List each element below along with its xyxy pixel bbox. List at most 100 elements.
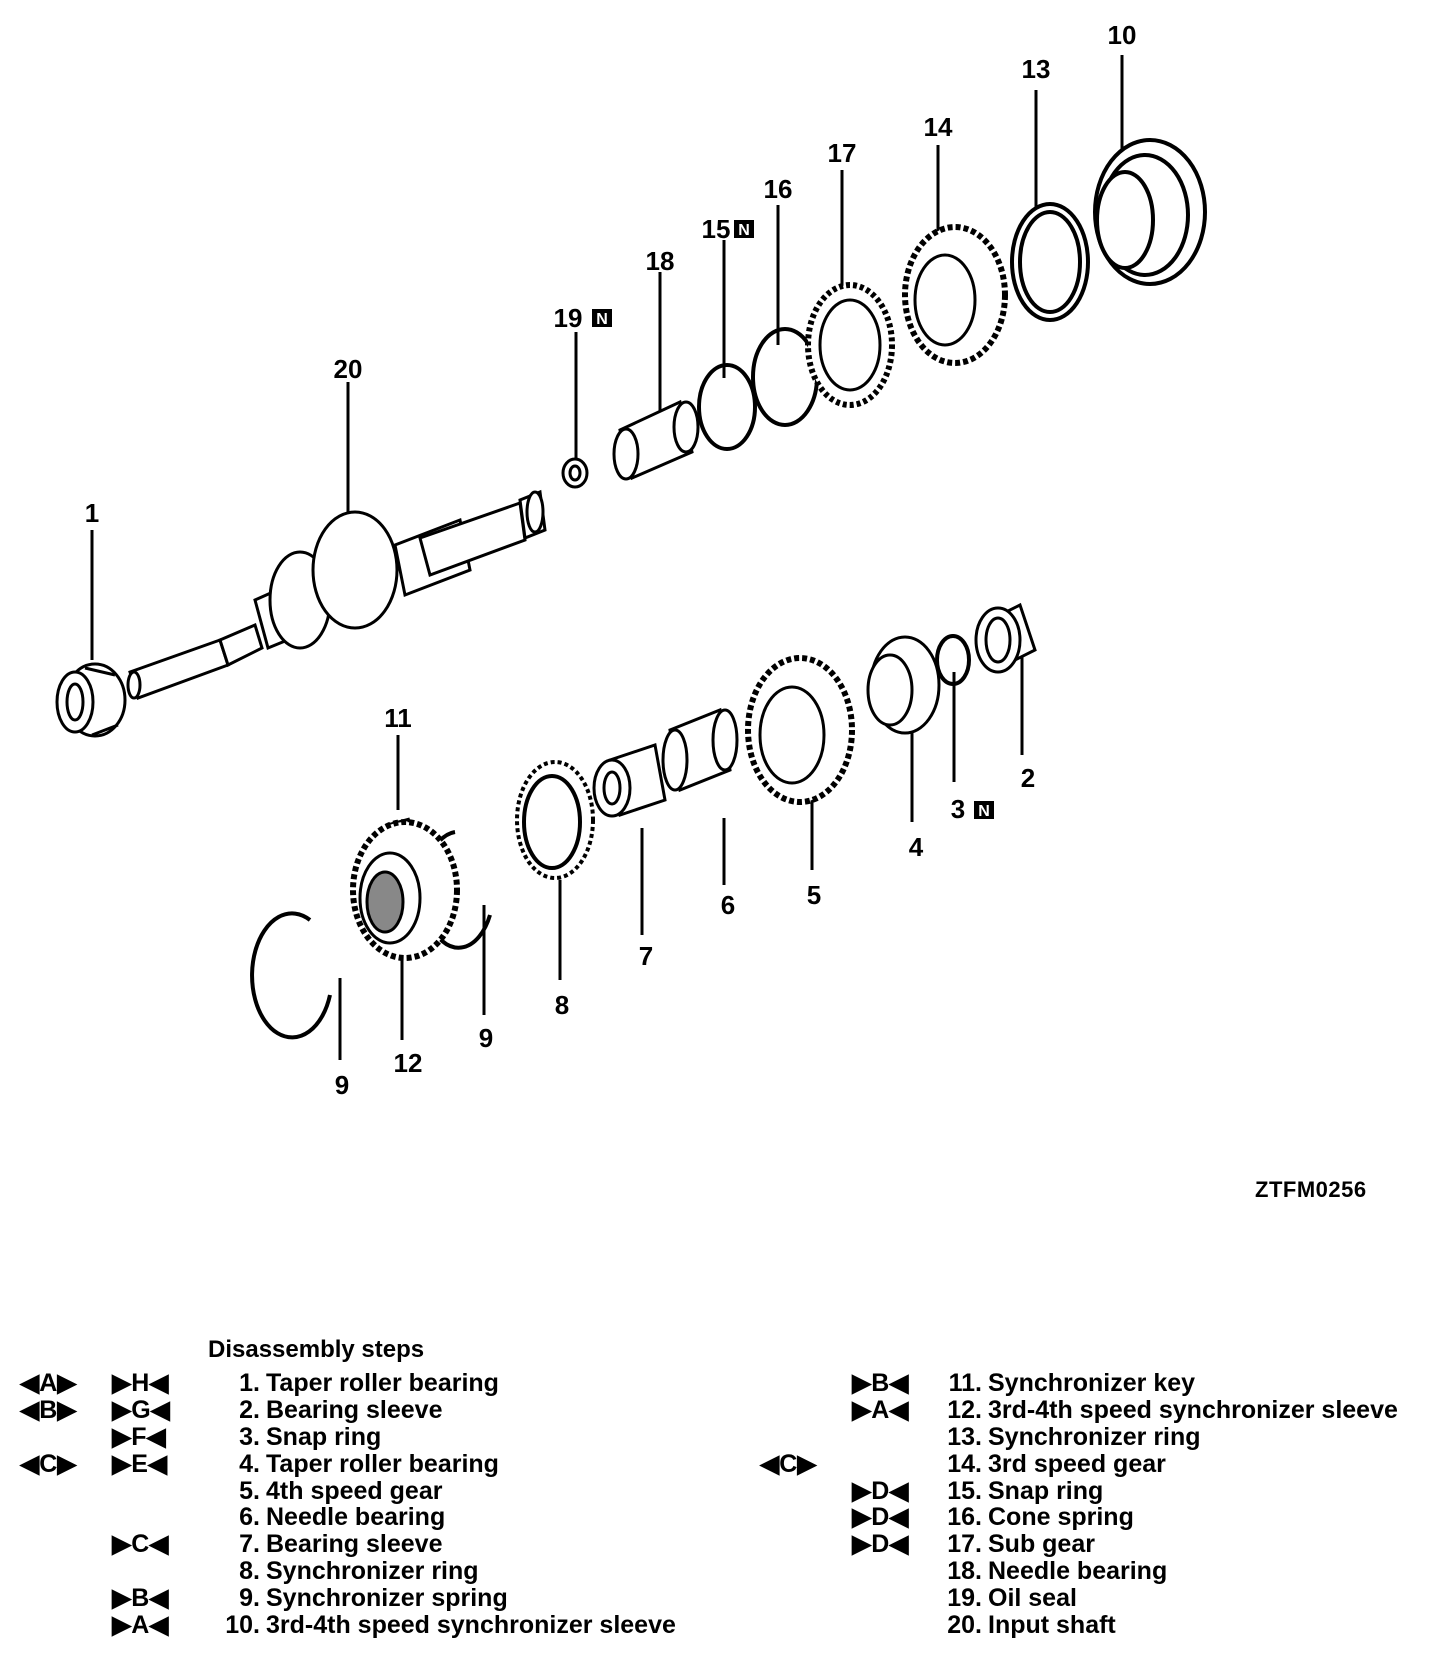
input-shaft-20 <box>126 489 547 700</box>
step-row: ▶B◀ 9.Synchronizer spring <box>20 1585 720 1612</box>
callout-11: 11 <box>384 703 412 733</box>
oil-seal-19 <box>561 457 589 489</box>
step-number: 1. <box>239 1369 260 1397</box>
reassembly-mark-left: ◀C▶ <box>20 1449 77 1478</box>
step-row: ◀B▶ ▶G◀ 2.Bearing sleeve <box>20 1395 720 1424</box>
step-row: 6.Needle bearing <box>20 1504 720 1531</box>
step-row: 18.Needle bearing <box>760 1558 1430 1585</box>
n-badge-19: N <box>592 309 612 328</box>
synchronizer-sleeve-12 <box>350 819 460 961</box>
svg-text:N: N <box>596 311 608 328</box>
step-row: ▶D◀17.Sub gear <box>760 1531 1430 1558</box>
callout-2: 2 <box>1021 763 1035 793</box>
step-label: Sub gear <box>988 1530 1095 1559</box>
synchronizer-ring-8 <box>515 760 595 880</box>
svg-text:N: N <box>738 222 750 239</box>
taper-roller-bearing-4 <box>866 635 941 735</box>
step-label: Needle bearing <box>988 1557 1168 1586</box>
step-number: 8. <box>239 1557 260 1586</box>
taper-roller-bearing-1 <box>55 662 127 738</box>
step-row: ▶D◀16.Cone spring <box>760 1504 1430 1531</box>
step-label: Synchronizer spring <box>266 1584 508 1613</box>
bearing-sleeve-7 <box>592 743 667 818</box>
callout-18: 18 <box>646 246 675 276</box>
callout-1: 1 <box>85 498 99 528</box>
step-label: Synchronizer key <box>988 1369 1196 1397</box>
reassembly-mark-right: ▶D◀ <box>852 1476 909 1505</box>
step-row: 8.Synchronizer ring <box>20 1558 720 1585</box>
callout-6: 6 <box>721 890 735 920</box>
reassembly-mark-right: ▶C◀ <box>112 1530 169 1559</box>
step-row: ◀C▶14.3rd speed gear <box>760 1449 1430 1478</box>
callout-10: 10 <box>1108 20 1137 50</box>
disassembly-steps-left: ◀A▶▶H◀1.Taper roller bearing◀B▶▶G◀2.Bear… <box>20 1370 720 1639</box>
callout-12: 12 <box>394 1048 423 1078</box>
reassembly-mark-left: ◀C▶ <box>760 1449 817 1478</box>
callout-8: 8 <box>555 990 569 1020</box>
callout-9b: 9 <box>479 1023 493 1053</box>
step-label: Synchronizer ring <box>266 1557 479 1586</box>
reassembly-mark-right: ▶D◀ <box>852 1503 909 1532</box>
callout-19: 19 <box>554 303 583 333</box>
snap-ring-3 <box>935 634 971 686</box>
fourth-speed-gear-5 <box>745 655 855 805</box>
callout-4: 4 <box>909 832 924 862</box>
step-label: Needle bearing <box>266 1503 446 1532</box>
step-label: Oil seal <box>988 1584 1077 1613</box>
disassembly-steps-title: Disassembly steps <box>208 1336 425 1363</box>
callout-17: 17 <box>828 138 857 168</box>
step-number: 20. <box>947 1611 982 1640</box>
reassembly-mark-right: ▶B◀ <box>112 1584 169 1613</box>
step-row: ▶D◀ 15.Snap ring <box>760 1476 1430 1505</box>
reassembly-mark-right: ▶E◀ <box>112 1449 168 1478</box>
snap-ring-15 <box>697 363 757 451</box>
step-label: Bearing sleeve <box>266 1530 443 1559</box>
step-number: 4. <box>239 1449 260 1478</box>
synchronizer-spring-9a <box>250 911 332 1040</box>
step-number: 14. <box>947 1449 982 1478</box>
step-row: ▶A◀10.3rd-4th speed synchronizer sleeve <box>20 1612 720 1639</box>
figure-code: ZTFM0256 <box>1255 1177 1367 1202</box>
callout-15: 15 <box>702 214 731 244</box>
step-label: Cone spring <box>988 1503 1134 1532</box>
step-number: 19. <box>947 1584 982 1613</box>
step-number: 12. <box>947 1395 982 1424</box>
step-number: 9. <box>239 1584 260 1613</box>
step-label: 3rd-4th speed synchronizer sleeve <box>266 1611 676 1640</box>
step-label: Bearing sleeve <box>266 1395 443 1424</box>
n-badge-3: N <box>974 801 994 820</box>
step-label: 4th speed gear <box>266 1476 443 1505</box>
reassembly-mark-right: ▶D◀ <box>852 1530 909 1559</box>
step-label: Taper roller bearing <box>266 1449 499 1478</box>
needle-bearing-18 <box>612 399 700 481</box>
step-label: Synchronizer ring <box>988 1422 1201 1451</box>
step-row: ▶C◀ 7.Bearing sleeve <box>20 1531 720 1558</box>
step-label: Snap ring <box>988 1476 1104 1505</box>
reassembly-mark-right: ▶F◀ <box>112 1422 166 1451</box>
reassembly-mark-left: ◀B▶ <box>20 1395 77 1424</box>
step-number: 10. <box>225 1611 260 1640</box>
third-speed-gear-14 <box>902 224 1008 366</box>
step-number: 11. <box>948 1369 982 1397</box>
reassembly-mark-left: ◀A▶ <box>20 1369 77 1397</box>
step-number: 13. <box>947 1422 982 1451</box>
reassembly-mark-right: ▶G◀ <box>112 1395 170 1424</box>
step-row: ▶B◀11.Synchronizer key <box>760 1370 1430 1397</box>
callout-7: 7 <box>639 941 653 971</box>
reassembly-mark-right: ▶A◀ <box>852 1395 909 1424</box>
step-number: 6. <box>239 1503 260 1532</box>
step-number: 2. <box>239 1395 260 1424</box>
step-row: 5.4th speed gear <box>20 1476 720 1505</box>
step-number: 5. <box>239 1476 260 1505</box>
callout-13: 13 <box>1022 54 1051 84</box>
step-row: 13.Synchronizer ring <box>760 1422 1430 1451</box>
step-number: 7. <box>239 1530 260 1559</box>
step-row: ▶A◀12.3rd-4th speed synchronizer sleeve <box>760 1395 1430 1424</box>
n-badge-15: N <box>734 220 754 239</box>
step-row: 20.Input shaft <box>760 1612 1430 1639</box>
svg-text:N: N <box>978 803 990 820</box>
step-number: 15. <box>947 1476 982 1505</box>
callout-5: 5 <box>807 880 821 910</box>
callout-9a: 9 <box>335 1070 349 1100</box>
step-number: 18. <box>947 1557 982 1586</box>
